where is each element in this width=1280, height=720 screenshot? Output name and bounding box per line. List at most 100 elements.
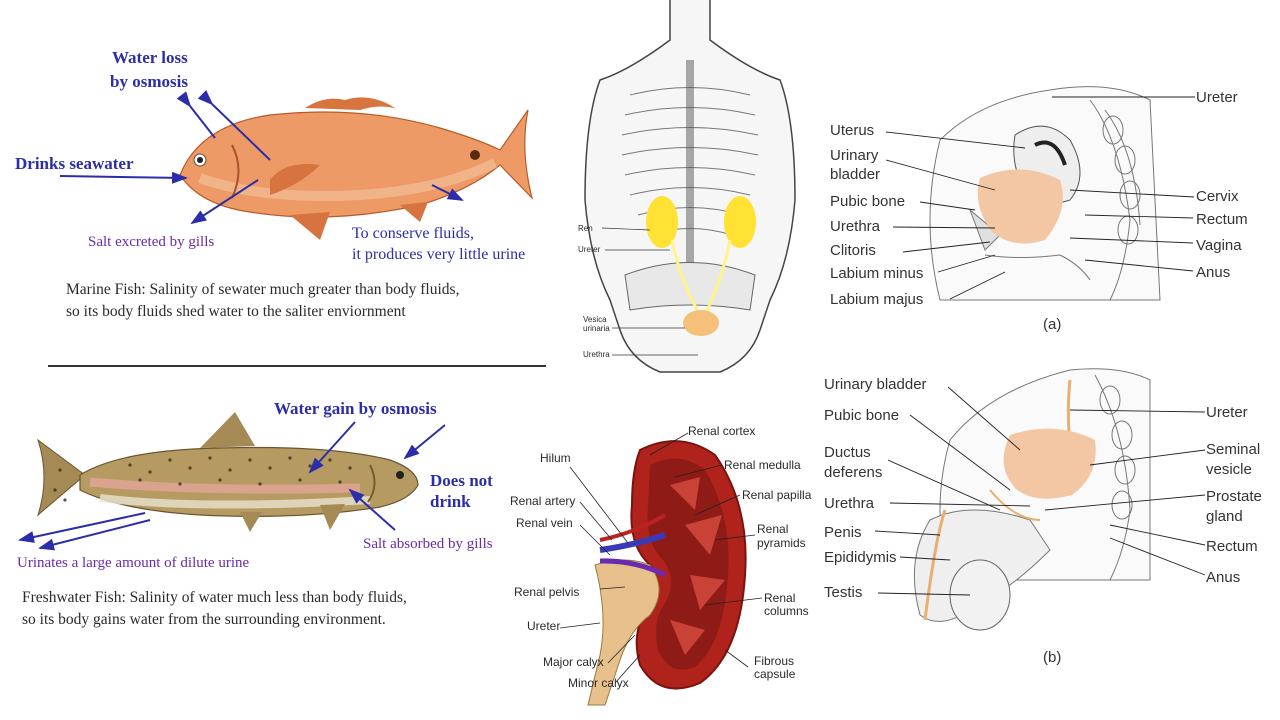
vesica-label-1: Vesica xyxy=(583,315,607,324)
freshwater-caption-1: Freshwater Fish: Salinity of water much … xyxy=(22,589,407,606)
male-pelvis-diagram: Urinary bladder Pubic bone Ductus defere… xyxy=(824,368,1262,666)
uterus-label: Uterus xyxy=(830,122,874,139)
seminal-vesicle-label-1: Seminal xyxy=(1206,441,1260,458)
right-ureter xyxy=(703,239,732,316)
epididymis-label: Epididymis xyxy=(824,549,897,566)
bladder xyxy=(683,310,719,336)
fibrous-capsule-label-2: capsule xyxy=(754,667,796,681)
salt-excreted-label: Salt excreted by gills xyxy=(88,234,214,250)
freshwater-fish-panel: Water gain by osmosis Does not drink Sal… xyxy=(0,380,540,720)
kidney-diagram: Renal cortex Hilum Renal medulla Renal a… xyxy=(510,424,812,706)
female-bladder xyxy=(977,169,1063,244)
salt-excreted-arrow xyxy=(190,179,259,225)
male-pubic-bone-label: Pubic bone xyxy=(824,407,899,424)
male-ureter-label: Ureter xyxy=(1206,404,1248,421)
female-pelvis-diagram: Uterus Urinary bladder Pubic bone Urethr… xyxy=(830,86,1248,333)
minor-calyx-label: Minor calyx xyxy=(568,676,629,690)
renal-artery-label: Renal artery xyxy=(510,494,575,508)
water-gain-label: Water gain by osmosis xyxy=(274,399,437,418)
kidney-panel: Renal cortex Hilum Renal medulla Renal a… xyxy=(500,415,820,720)
salt-absorbed-arrow xyxy=(348,488,396,531)
renal-columns-label-1: Renal xyxy=(764,591,795,605)
male-anus-label: Anus xyxy=(1206,569,1240,586)
seminal-vesicle-label-2: vesicle xyxy=(1206,461,1252,478)
ureter-label: Ureter xyxy=(578,245,601,254)
male-urethra-label: Urethra xyxy=(824,495,875,512)
conserve-fluids-label-1: To conserve fluids, xyxy=(352,225,474,242)
water-loss-arrow-2 xyxy=(197,89,271,161)
male-urinary-bladder-label: Urinary bladder xyxy=(824,376,927,393)
testis-label: Testis xyxy=(824,584,862,601)
torso-urethra-label: Urethra xyxy=(583,350,610,359)
torso-panel: Ren Ureter Vesica urinaria Urethra xyxy=(570,0,810,380)
does-not-drink-label-1: Does not xyxy=(430,471,493,490)
left-kidney xyxy=(646,196,678,248)
marine-caption-2: so its body fluids shed water to the sal… xyxy=(66,303,406,320)
freshwater-fish-illustration xyxy=(37,412,419,532)
female-urethra-label: Urethra xyxy=(830,218,881,235)
marine-fish-panel: Water loss by osmosis Drinks seawater Sa… xyxy=(0,0,565,340)
labium-minus-label: Labium minus xyxy=(830,265,923,282)
hilum-label: Hilum xyxy=(540,451,571,465)
right-kidney xyxy=(724,196,756,248)
renal-cortex-label: Renal cortex xyxy=(688,424,755,438)
renal-medulla-label: Renal medulla xyxy=(724,458,801,472)
female-anus-label: Anus xyxy=(1196,264,1230,281)
female-rectum-label: Rectum xyxy=(1196,211,1248,228)
prostate-gland-label-1: Prostate xyxy=(1206,488,1262,505)
vagina-label: Vagina xyxy=(1196,237,1242,254)
cervix-label: Cervix xyxy=(1196,188,1239,205)
penis-label: Penis xyxy=(824,524,862,541)
vesica-label-2: urinaria xyxy=(583,324,610,333)
panel-divider xyxy=(48,365,546,367)
major-calyx-label: Major calyx xyxy=(543,655,604,669)
left-ureter xyxy=(670,239,702,316)
female-urinary-label-2: bladder xyxy=(830,166,880,183)
male-pelvis-illustration xyxy=(913,368,1151,631)
renal-columns-label-2: columns xyxy=(764,604,809,618)
male-pelvis-panel: Urinary bladder Pubic bone Ductus defere… xyxy=(810,360,1280,680)
renal-pyramids-label-1: Renal xyxy=(757,522,788,536)
drinks-seawater-label: Drinks seawater xyxy=(15,154,134,173)
female-urinary-label-1: Urinary xyxy=(830,147,879,164)
freshwater-caption-2: so its body gains water from the surroun… xyxy=(22,611,386,628)
urine-arrow xyxy=(431,184,464,201)
ren-label: Ren xyxy=(578,224,593,233)
renal-pelvis-label: Renal pelvis xyxy=(514,585,579,599)
torso-diagram: Ren Ureter Vesica urinaria Urethra xyxy=(578,0,796,373)
fibrous-capsule-label-1: Fibrous xyxy=(754,654,794,668)
female-tag: (a) xyxy=(1043,316,1061,333)
drinks-arrow xyxy=(59,171,188,184)
urine-arrow-1 xyxy=(18,512,146,543)
water-loss-label-1: Water loss xyxy=(112,48,188,67)
prostate-gland-label-2: gland xyxy=(1206,508,1243,525)
clitoris-label: Clitoris xyxy=(830,242,876,259)
female-pubic-bone-label: Pubic bone xyxy=(830,193,905,210)
does-not-drink-label-2: drink xyxy=(430,492,471,511)
freshwater-fish-diagram: Water gain by osmosis Does not drink Sal… xyxy=(17,399,493,628)
female-pelvis-panel: Uterus Urinary bladder Pubic bone Urethr… xyxy=(820,60,1280,350)
ductus-deferens-label-1: Ductus xyxy=(824,444,871,461)
renal-pyramids-label-2: pyramids xyxy=(757,536,806,550)
conserve-fluids-label-2: it produces very little urine xyxy=(352,246,525,263)
renal-vein-label: Renal vein xyxy=(516,516,573,530)
urinates-label: Urinates a large amount of dilute urine xyxy=(17,555,249,571)
marine-caption-1: Marine Fish: Salinity of sewater much gr… xyxy=(66,281,459,298)
ductus-deferens-label-2: deferens xyxy=(824,464,882,481)
kidney-illustration xyxy=(587,440,747,706)
male-bladder xyxy=(1003,428,1096,499)
water-gain-arrow-1 xyxy=(308,421,356,474)
water-loss-label-2: by osmosis xyxy=(110,72,188,91)
male-tag: (b) xyxy=(1043,649,1061,666)
labium-majus-label: Labium majus xyxy=(830,291,923,308)
marine-fish-diagram: Water loss by osmosis Drinks seawater Sa… xyxy=(15,48,534,320)
marine-fish-illustration xyxy=(179,97,534,240)
male-rectum-label: Rectum xyxy=(1206,538,1258,555)
urine-arrow-2 xyxy=(38,519,151,551)
water-gain-arrow-2 xyxy=(403,424,446,460)
water-loss-arrow-1 xyxy=(176,91,216,139)
renal-papilla-label: Renal papilla xyxy=(742,488,812,502)
salt-absorbed-label: Salt absorbed by gills xyxy=(363,536,493,552)
kidney-ureter-label: Ureter xyxy=(527,619,560,633)
female-ureter-label: Ureter xyxy=(1196,89,1238,106)
